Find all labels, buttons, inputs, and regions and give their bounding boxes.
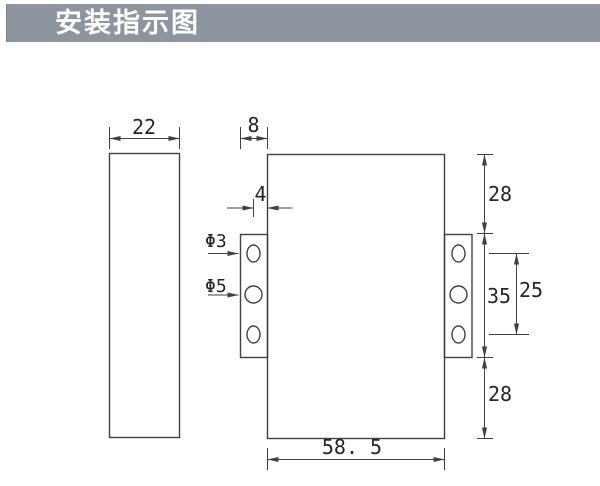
right-flange-middle-hole: [449, 285, 468, 304]
right-mounting-flange: [443, 233, 473, 359]
dim-hole-span: [489, 253, 529, 335]
main-body-rect: [266, 153, 446, 440]
left-flange-middle-hole: [244, 285, 263, 304]
header-bar: 安装指示图: [6, 4, 600, 42]
dim-body-width-label: 58. 5: [322, 435, 382, 459]
dim-right-vertical-stack: [477, 154, 493, 439]
dim-hole-center-offset: [227, 199, 293, 217]
dim-body-width: [267, 448, 445, 470]
dim-bottom-margin-label: 28: [488, 382, 512, 406]
small-hole-diameter-label: Φ3: [205, 231, 227, 252]
dim-hole-span-label: 25: [519, 278, 543, 302]
dim-hole-center-offset-label: 4: [254, 182, 266, 206]
right-flange-top-slot-hole: [451, 244, 466, 263]
dim-flange-width: [240, 127, 268, 149]
right-flange-bottom-slot-hole: [451, 325, 466, 344]
left-flange-top-slot-hole: [246, 244, 261, 263]
large-hole-diameter-label: Φ5: [205, 276, 227, 297]
dim-top-margin-label: 28: [488, 182, 512, 206]
dim-flange-width-label: 8: [247, 113, 259, 137]
side-view-rect: [108, 152, 181, 439]
dim-flange-height-label: 35: [487, 284, 511, 308]
page-title: 安装指示图: [55, 7, 200, 39]
left-flange-bottom-slot-hole: [246, 325, 261, 344]
dim-side-view-width-label: 22: [132, 115, 156, 139]
left-mounting-flange: [239, 233, 269, 359]
dim-side-view-width: [109, 127, 180, 149]
